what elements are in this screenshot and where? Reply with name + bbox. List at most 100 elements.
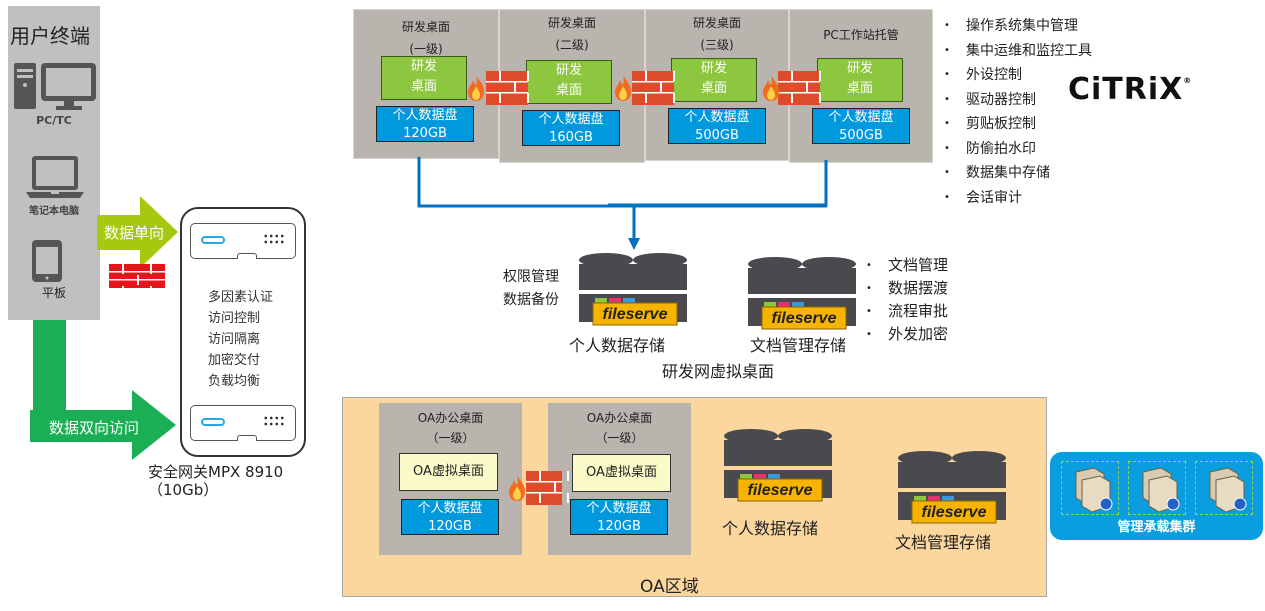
citrix-feature: 会话审计 [944, 186, 1092, 211]
gateway-feature-list: 多因素认证 访问控制 访问隔离 加密交付 负载均衡 [208, 287, 273, 392]
firewall-icon [778, 71, 820, 105]
port-dots-icon [263, 233, 285, 245]
firewall-icon [632, 71, 674, 105]
gateway-feature: 加密交付 [208, 353, 261, 368]
firewall-icon [526, 471, 562, 505]
oa-document-storage-label: 文档管理存储 [895, 533, 992, 552]
one-way-arrow-label: 数据单向 [104, 224, 165, 242]
arrowhead-icon [628, 238, 640, 250]
rd-virtual-desktop: 研发桌面 [671, 58, 757, 102]
document-feature: 数据摆渡 [866, 277, 948, 300]
device-label-tablet: 平板 [41, 286, 66, 300]
flame-icon [763, 75, 779, 101]
firewall-icon [486, 71, 528, 105]
terminals-title: 用户终端 [10, 24, 90, 48]
document-feature: 外发加密 [866, 323, 948, 346]
gateway-feature: 访问隔离 [208, 332, 261, 347]
user-terminals-panel: 用户终端 PC/TC 笔记本电脑 平板 [8, 6, 100, 320]
personal-storage-icon: fileserve [579, 253, 687, 326]
document-storage-icon: fileserve [748, 257, 856, 330]
connector-line [417, 157, 827, 208]
citrix-feature-list: 操作系统集中管理 集中运维和监控工具 外设控制 驱动器控制 剪贴板控制 防偷拍水… [944, 14, 1092, 210]
gateway-model: 安全网关MPX 8910 [148, 463, 284, 481]
rd-virtual-desktop: 研发桌面 [526, 60, 612, 104]
citrix-feature: 操作系统集中管理 [944, 14, 1092, 39]
oa-personal-storage-icon: fileserve [724, 429, 832, 502]
document-feature: 文档管理 [866, 254, 948, 277]
oa-zone-label: OA区域 [640, 577, 699, 597]
document-storage-label: 文档管理存储 [750, 336, 847, 355]
tablet-icon [32, 240, 62, 282]
rd-virtual-desktop: 研发桌面 [381, 56, 467, 100]
flame-icon [615, 75, 631, 101]
document-feature: 流程审批 [866, 300, 948, 323]
desktop-title: PC工作站托管 [823, 28, 899, 42]
two-way-arrow [30, 320, 176, 460]
cluster-node [1061, 461, 1119, 515]
svg-text:fileserve: fileserve [603, 306, 668, 323]
citrix-logo: CiTRiX® [1068, 72, 1193, 107]
svg-text:fileserve: fileserve [772, 310, 837, 327]
oa-document-storage-icon: fileserve [898, 451, 1006, 524]
gateway-caption: 安全网关MPX 8910 （10Gb） [148, 463, 283, 499]
desktop-title: OA办公桌面 [586, 411, 653, 425]
device-label-laptop: 笔记本电脑 [29, 206, 79, 217]
citrix-feature: 剪贴板控制 [944, 112, 1092, 137]
management-cluster: 管理承载集群 [1050, 452, 1263, 540]
gateway-feature: 多因素认证 [208, 290, 274, 305]
server-icon [1075, 467, 1113, 513]
document-feature-list: 文档管理 数据摆渡 流程审批 外发加密 [866, 254, 948, 346]
laptop-icon [26, 156, 84, 198]
status-led-icon [201, 418, 225, 426]
desktop-pc-icon [14, 63, 96, 110]
flame-icon [468, 75, 484, 101]
citrix-feature: 外设控制 [944, 63, 1092, 88]
desktop-title: 研发桌面 [401, 20, 450, 34]
flame-icon [509, 475, 525, 501]
desktop-level: （一级） [426, 431, 475, 445]
status-led-icon [201, 236, 225, 244]
one-way-arrow [97, 196, 178, 268]
device-label-pc: PC/TC [36, 114, 72, 127]
svg-text:fileserve: fileserve [748, 482, 813, 499]
personal-storage-label: 个人数据存储 [569, 336, 666, 355]
svg-text:fileserve: fileserve [922, 504, 987, 521]
desktop-title: 研发桌面 [547, 16, 596, 30]
storage-side-labels: 权限管理 数据备份 [503, 266, 559, 312]
firewall-icon [109, 264, 165, 288]
citrix-feature: 集中运维和监控工具 [944, 39, 1092, 64]
security-gateway: 多因素认证 访问控制 访问隔离 加密交付 负载均衡 [180, 207, 306, 457]
cluster-node [1195, 461, 1253, 515]
data-backup-label: 数据备份 [503, 292, 559, 308]
oa-virtual-desktop: OA虚拟桌面 [399, 453, 498, 491]
two-way-arrow-label: 数据双向访问 [49, 419, 140, 437]
server-icon [1142, 467, 1180, 513]
desktop-level: （一级） [595, 431, 644, 445]
oa-personal-storage-label: 个人数据存储 [722, 519, 819, 538]
rd-zone-label: 研发网虚拟桌面 [662, 362, 775, 381]
gateway-module-top [190, 223, 296, 259]
desktop-level: (一级) [409, 42, 443, 56]
citrix-feature: 数据集中存储 [944, 161, 1092, 186]
port-dots-icon [263, 415, 285, 427]
citrix-feature: 防偷拍水印 [944, 137, 1092, 162]
gateway-bandwidth: （10Gb） [148, 481, 219, 499]
desktop-level: (二级) [555, 38, 589, 52]
arrow-graphics [30, 196, 178, 460]
desktop-title: OA办公桌面 [417, 411, 484, 425]
server-icon [1209, 467, 1247, 513]
permission-management-label: 权限管理 [503, 269, 559, 285]
gateway-feature: 访问控制 [208, 311, 261, 326]
cluster-label: 管理承载集群 [1117, 520, 1196, 535]
cluster-node [1128, 461, 1186, 515]
desktop-level: (三级) [700, 38, 734, 52]
connector-lines [417, 157, 828, 250]
